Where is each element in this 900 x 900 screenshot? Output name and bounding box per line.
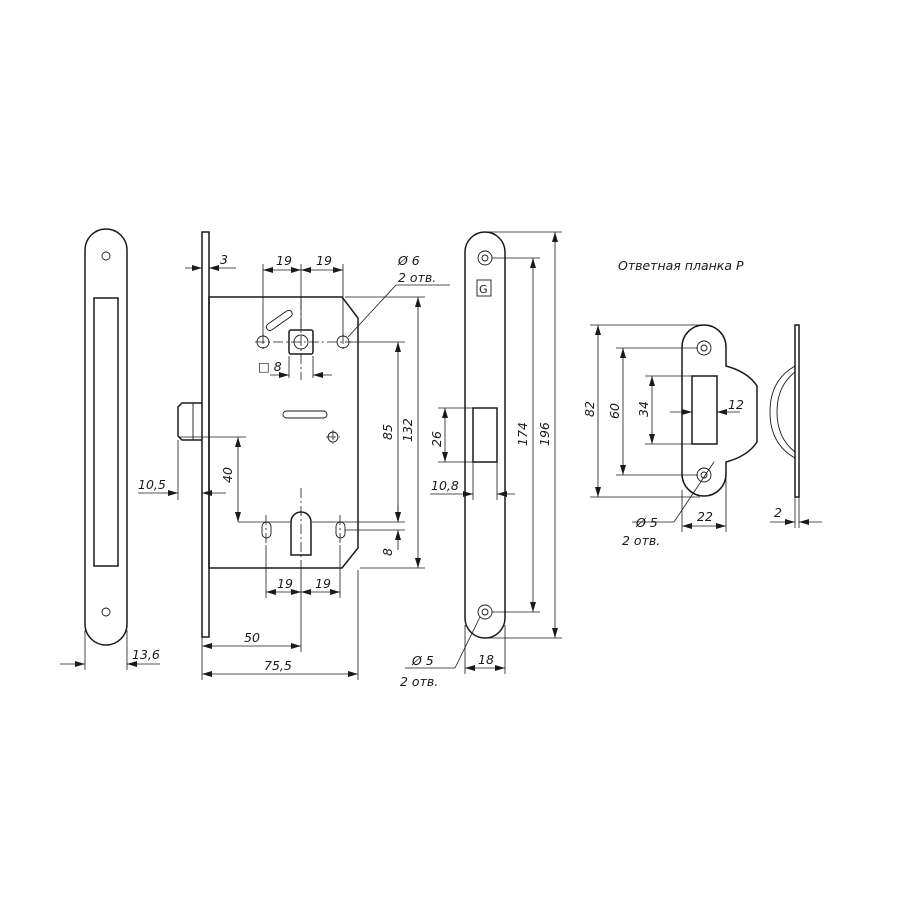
dim-fixing-hole: Ø 6 — [397, 253, 420, 268]
dim-spindle-to-cylinder: 85 — [380, 424, 395, 440]
dim-strike-hole-count: 2 отв. — [622, 533, 660, 548]
dim-front-plate-depth: 18 — [478, 652, 494, 667]
lock-body-view: 3 19 19 Ø 6 2 отв. □ 8 85 132 8 — [138, 231, 450, 680]
dim-strike-window-height: 34 — [636, 401, 651, 417]
dim-strike-window-width: 12 — [728, 397, 744, 412]
dim-window-height: 26 — [429, 431, 444, 447]
dim-strike-height: 82 — [582, 401, 597, 417]
dim-front-plate-width: 13,6 — [132, 647, 160, 662]
faceplate-front-view: G 26 10,8 174 196 Ø 5 2 отв. 18 — [400, 231, 562, 689]
dim-cylinder-center-offset: 8 — [380, 548, 395, 556]
dim-front-plate-height: 196 — [537, 422, 552, 446]
dim-handle-offset-right: 19 — [316, 253, 332, 268]
dim-screw-hole: Ø 5 — [411, 653, 434, 668]
dim-spindle-square: □ 8 — [258, 359, 282, 374]
dim-strike-hole: Ø 5 — [635, 515, 658, 530]
dim-screw-hole-count: 2 отв. — [400, 674, 438, 689]
dim-cylinder-offset-right: 19 — [315, 576, 331, 591]
dim-strike-width: 22 — [697, 509, 713, 524]
dim-cylinder-offset-left: 19 — [277, 576, 293, 591]
dim-lock-body-height: 132 — [400, 418, 415, 442]
dim-strike-thickness: 2 — [774, 505, 782, 520]
dim-latch-projection: 10,5 — [138, 477, 166, 492]
dim-inner-height: 174 — [515, 422, 530, 446]
dim-strike-hole-spacing: 60 — [607, 403, 622, 419]
strike-plate-view: Ответная планка P 82 60 34 12 Ø 5 2 отв. — [582, 258, 822, 548]
dim-body-depth: 75,5 — [264, 658, 292, 673]
dim-window-offset: 10,8 — [431, 478, 459, 493]
front-plate-view: 13,6 — [60, 228, 160, 670]
dim-faceplate-thickness: 3 — [220, 252, 228, 267]
dim-handle-offset-left: 19 — [276, 253, 292, 268]
logo-letter: G — [479, 283, 488, 296]
dim-fixing-hole-count: 2 отв. — [398, 270, 436, 285]
dim-backset: 50 — [244, 630, 260, 645]
strike-plate-title: Ответная планка P — [618, 258, 744, 273]
dim-latch-height: 40 — [220, 467, 235, 483]
